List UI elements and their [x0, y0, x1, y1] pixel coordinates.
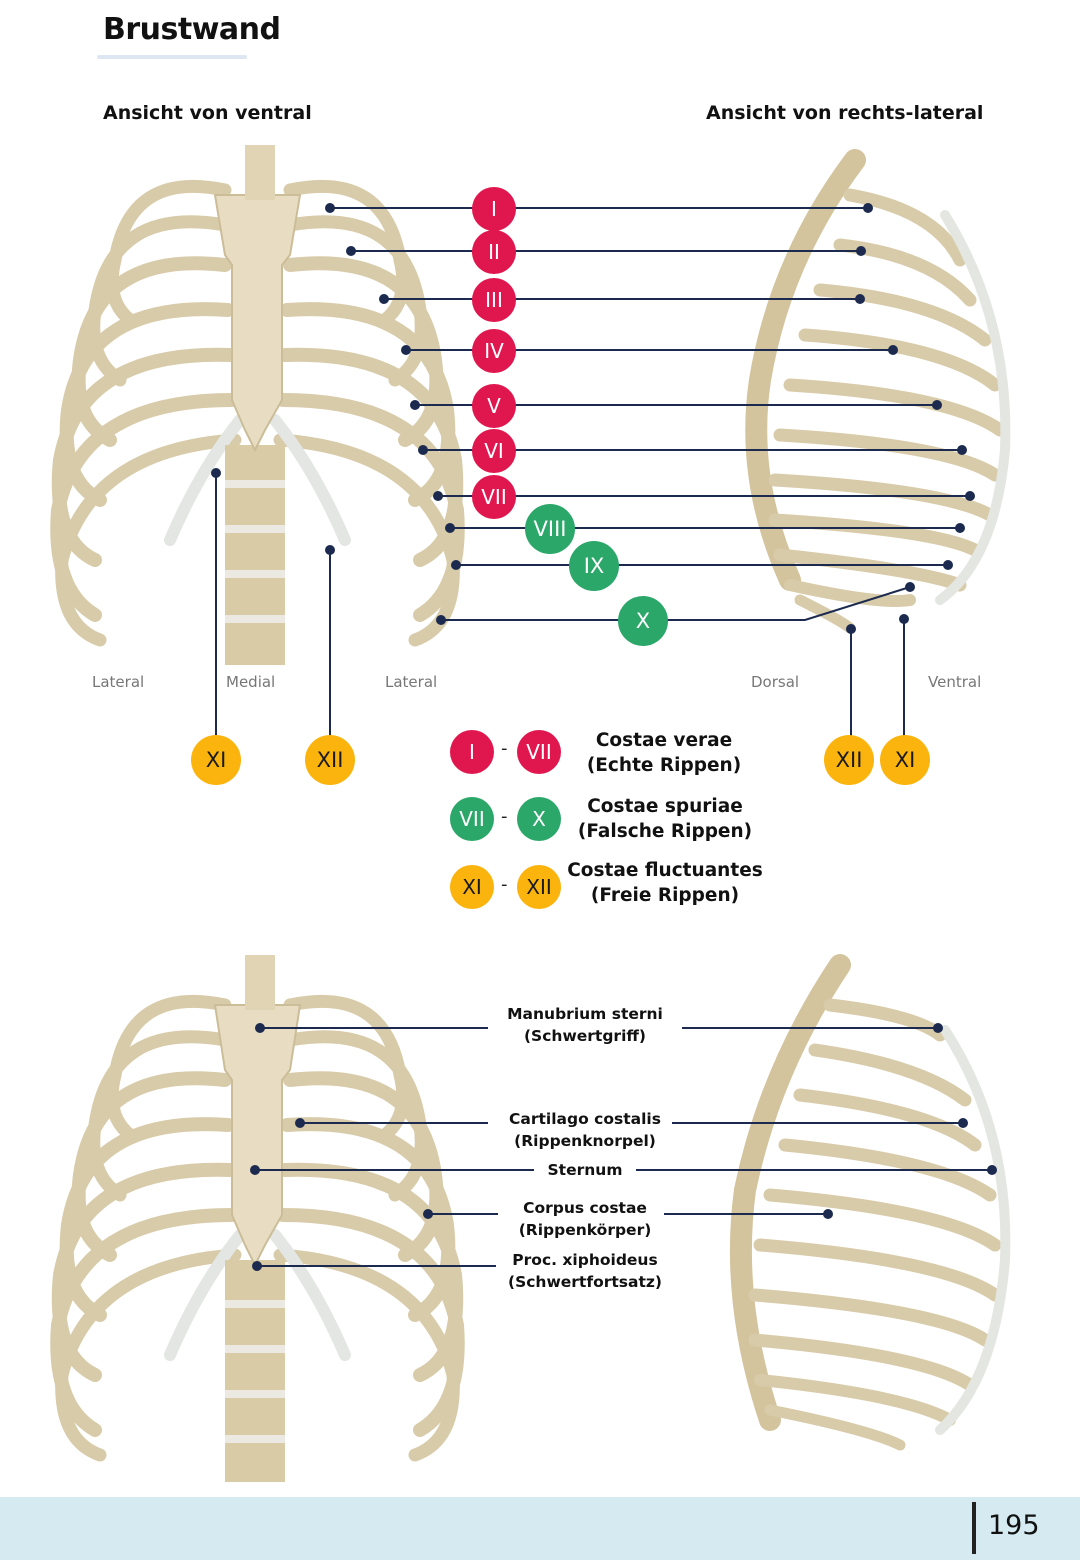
- rib-badge-x: X: [618, 596, 668, 646]
- label-proc-xiphoideus: Proc. xiphoideus (Schwertfortsatz): [485, 1249, 685, 1293]
- label-sternum: Sternum: [485, 1159, 685, 1181]
- rib-badge-xi-lateral: XI: [880, 735, 930, 785]
- rib-badge-i: I: [472, 187, 516, 231]
- rib-badge-iii: III: [472, 278, 516, 322]
- page-footer: [0, 1497, 1080, 1560]
- label-cartilago-name: Cartilago costalis: [509, 1110, 661, 1128]
- legend-spuriae-from-badge: VII: [450, 797, 494, 841]
- rib-badge-xii-ventral: XII: [305, 735, 355, 785]
- direction-label-lateral-right: Lateral: [385, 673, 438, 691]
- direction-label-medial: Medial: [226, 673, 276, 691]
- legend-spuriae-to-badge: X: [517, 797, 561, 841]
- rib-badge-vii: VII: [472, 475, 516, 519]
- page-number-divider: [972, 1502, 976, 1554]
- lateral-ribcage-bottom: [729, 954, 1011, 1451]
- ventral-ribcage-bottom: [50, 955, 465, 1482]
- rib-badge-xi-ventral: XI: [191, 735, 241, 785]
- legend-verae-dash: -: [501, 738, 508, 759]
- rib-badge-v: V: [472, 384, 516, 428]
- lateral-ribcage-top: [745, 149, 1011, 634]
- page-number: 195: [988, 1510, 1040, 1541]
- page-title: Brustwand: [103, 12, 281, 47]
- label-corpus-translation: (Rippenkörper): [518, 1221, 652, 1239]
- legend-spuriae-name: Costae spuriae: [587, 796, 743, 817]
- legend-spuriae-text: Costae spuriae (Falsche Rippen): [555, 794, 775, 844]
- label-cartilago-costalis: Cartilago costalis (Rippenknorpel): [485, 1108, 685, 1152]
- rib-badge-viii: VIII: [525, 504, 575, 554]
- label-cartilago-translation: (Rippenknorpel): [514, 1132, 656, 1150]
- legend-verae-translation: (Echte Rippen): [586, 755, 742, 776]
- label-sternum-name: Sternum: [547, 1161, 623, 1179]
- legend-verae-name: Costae verae: [595, 730, 733, 751]
- ventral-ribcage-top: [50, 145, 465, 665]
- label-xiphoideus-translation: (Schwertfortsatz): [507, 1273, 662, 1291]
- ventral-view-heading: Ansicht von ventral: [103, 102, 312, 124]
- legend-fluctuantes-name: Costae fluctuantes: [567, 860, 763, 881]
- lateral-view-heading: Ansicht von rechts-lateral: [706, 102, 984, 124]
- direction-label-ventral: Ventral: [928, 673, 982, 691]
- label-xiphoideus-name: Proc. xiphoideus: [512, 1251, 658, 1269]
- legend-spuriae-translation: (Falsche Rippen): [577, 821, 753, 842]
- direction-label-lateral-left: Lateral: [92, 673, 145, 691]
- label-manubrium-name: Manubrium sterni: [507, 1005, 663, 1023]
- rib-badge-vi: VI: [472, 429, 516, 473]
- label-corpus-costae: Corpus costae (Rippenkörper): [485, 1197, 685, 1241]
- legend-fluctuantes-from-badge: XI: [450, 865, 494, 909]
- rib-badge-ii: II: [472, 230, 516, 274]
- label-manubrium-sterni: Manubrium sterni (Schwertgriff): [485, 1003, 685, 1047]
- rib-badge-ix: IX: [569, 541, 619, 591]
- direction-label-dorsal: Dorsal: [751, 673, 800, 691]
- title-underline: [97, 55, 247, 59]
- structure-leader-lines: [255, 1027, 992, 1267]
- legend-fluctuantes-to-badge: XII: [517, 865, 561, 909]
- legend-fluctuantes-dash: -: [501, 874, 508, 895]
- legend-fluctuantes-translation: (Freie Rippen): [590, 885, 740, 906]
- rib-badge-xii-lateral: XII: [824, 735, 874, 785]
- legend-spuriae-dash: -: [501, 806, 508, 827]
- legend-verae-to-badge: VII: [517, 730, 561, 774]
- rib-leader-dots: [211, 203, 975, 634]
- label-corpus-name: Corpus costae: [523, 1199, 647, 1217]
- legend-verae-text: Costae verae (Echte Rippen): [554, 728, 774, 778]
- structure-leader-dots: [250, 1023, 997, 1271]
- legend-verae-from-badge: I: [450, 730, 494, 774]
- rib-badge-iv: IV: [472, 329, 516, 373]
- label-manubrium-translation: (Schwertgriff): [523, 1027, 647, 1045]
- rib-leader-lines: [215, 207, 970, 738]
- legend-fluctuantes-text: Costae fluctuantes (Freie Rippen): [555, 858, 775, 908]
